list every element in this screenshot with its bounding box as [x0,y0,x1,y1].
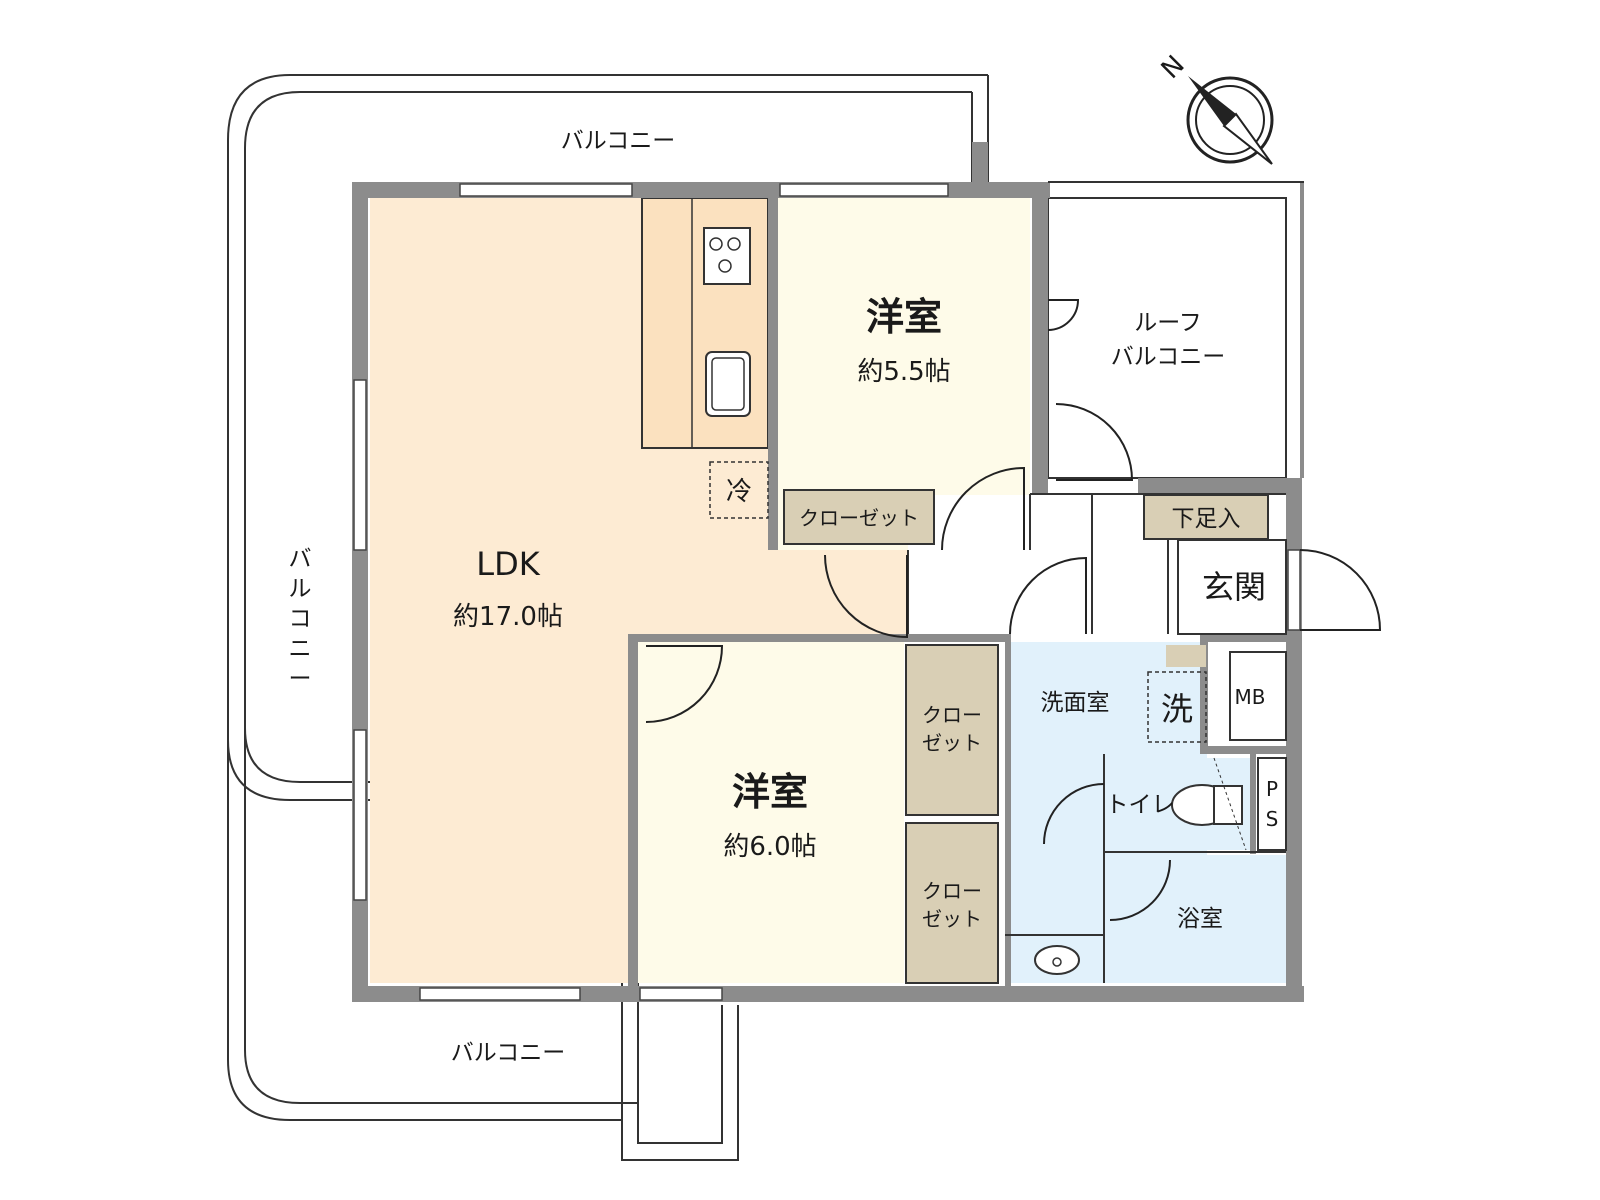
sink-icon [705,351,751,417]
entrance-floor [1177,539,1287,635]
compass-icon [1186,76,1274,165]
svg-text:ー: ー [289,666,312,692]
bathroom-area [1110,855,1286,983]
closet-south-1-label-2: ゼット [922,731,982,755]
shoe-box [1143,494,1269,540]
basin-icon [1034,945,1080,975]
svg-text:バ: バ [289,546,312,572]
closet-north [783,489,935,545]
window [1287,549,1301,631]
washer-label: 洗 [1161,690,1193,728]
svg-text:ル: ル [289,576,312,602]
washroom-label: 洗面室 [1041,690,1110,716]
western-room-south [638,640,904,983]
door [1043,783,1105,845]
wall-interior [1200,634,1208,754]
svg-text:コ: コ [289,606,312,632]
svg-text:ニ: ニ [289,636,312,662]
closet-south-2-label-2: ゼット [922,907,982,931]
western-north-name: 洋室 [866,295,942,339]
pipe-space-label-2: S [1266,807,1279,831]
door [1009,556,1087,635]
wall-interior [628,638,638,986]
door [1055,403,1134,481]
window [639,987,723,1001]
door [1047,299,1080,331]
wall-roof-west [1032,182,1048,494]
western-north-size: 約5.5帖 [857,357,950,387]
wall-interior [1250,754,1256,854]
wall-interior [1005,634,1011,986]
roof-balcony-label-2: バルコニー [1111,344,1226,370]
pipe-space-label-1: P [1266,777,1278,801]
entrance-label: 玄関 [1202,568,1266,606]
fridge-space [709,461,769,519]
balcony-west-label: バ ル コ ニ ー [289,546,312,692]
balcony-outline-west [227,740,622,1121]
window [779,183,949,197]
toilet-label: トイレ [1106,792,1175,818]
bath-equipment [1166,645,1206,667]
balcony-north-label: バルコニー [561,128,676,154]
meter-box-label: MB [1235,685,1266,709]
window [353,379,367,551]
door [645,645,724,723]
door [824,554,908,639]
wall-interior [628,634,1008,642]
roof-balcony-area [1047,197,1287,479]
ldk-name: LDK [476,545,540,583]
roof-east-rail [1300,182,1304,478]
door [1299,549,1382,631]
window [353,729,367,901]
fridge-label: 冷 [726,477,752,507]
ldk-size: 約17.0帖 [453,602,563,632]
window [419,987,581,1001]
wall-interior [768,198,778,550]
ldk-area [370,198,628,983]
pipe-space [1257,757,1287,851]
balcony-column [972,142,988,182]
western-south-size: 約6.0帖 [723,832,816,862]
bathroom-label: 浴室 [1177,906,1223,932]
roof-balcony-label-1: ルーフ [1134,310,1202,336]
wall-south [352,986,1304,1002]
compass-north-label: N [1156,50,1191,85]
washer-space [1147,671,1207,743]
door [1109,859,1171,921]
ldk-area [628,550,908,638]
balcony-outline-west-inner [244,728,638,1104]
shoe-box-label: 下足入 [1172,506,1241,532]
closet-south-2 [905,822,999,984]
window [459,183,633,197]
closet-south-2-label-1: クロー [922,879,982,903]
wall-roof-south [1138,478,1302,494]
wall-interior [1200,746,1300,754]
stove-icon [703,227,751,285]
closet-south-1-label-1: クロー [922,703,982,727]
closet-south-1 [905,644,999,816]
balcony-south-label: バルコニー [451,1040,566,1066]
wall-interior [1200,634,1300,642]
meter-box [1229,651,1287,741]
western-south-name: 洋室 [732,770,808,814]
closet-north-label: クローゼット [799,506,919,530]
door [941,466,1025,551]
